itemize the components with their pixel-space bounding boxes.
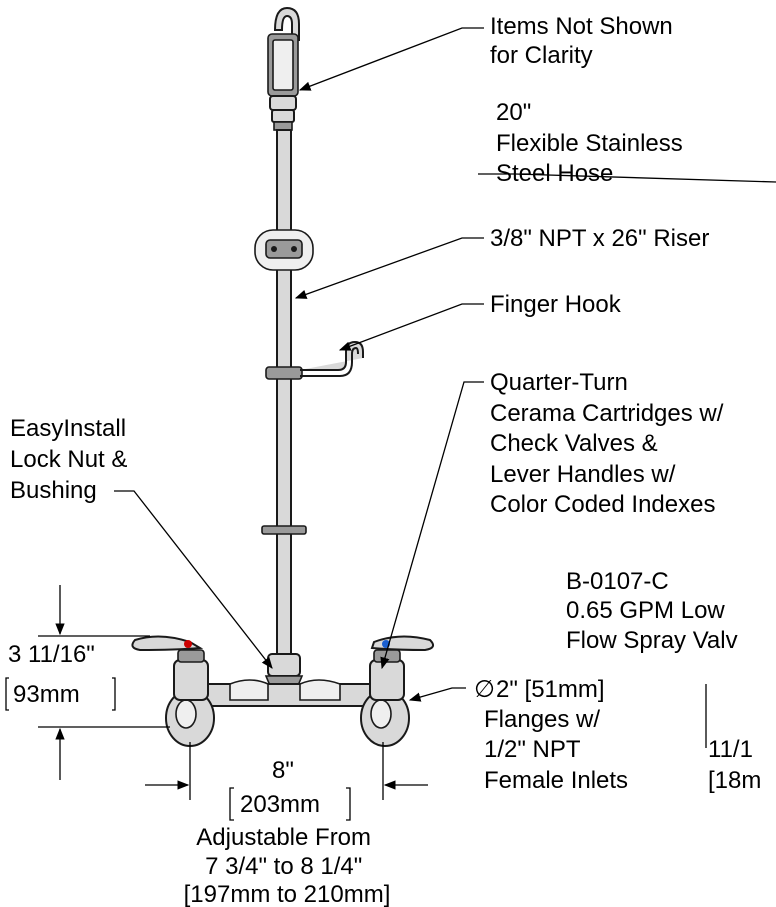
riser-clip (261, 525, 307, 535)
center-mm-brackets (229, 787, 351, 821)
easyinstall-label: EasyInstall Lock Nut & Bushing (10, 415, 134, 504)
width-dimension (145, 742, 428, 800)
height-inches: 3 11/16" (8, 641, 95, 668)
height-dimension (38, 585, 170, 780)
leader-lines (114, 27, 776, 702)
spray-valve-head (267, 6, 300, 131)
wall-bracket (254, 229, 314, 271)
faucet-body (189, 679, 381, 707)
height-mm-brackets (5, 677, 116, 711)
height-mm: 93mm (13, 681, 80, 708)
flange-diameter-symbol: ∅ (474, 676, 495, 703)
left-valve (131, 635, 215, 747)
right-valve (360, 635, 435, 747)
riser-tube (276, 129, 292, 661)
finger-hook-label: Finger Hook (490, 291, 622, 318)
faucet-illustration (131, 6, 435, 747)
center-mm: 203mm (240, 791, 320, 818)
spray-valve-label: B-0107-C 0.65 GPM Low Flow Spray Valv (566, 568, 738, 654)
center-inches: 8" (272, 757, 294, 784)
right-edge-dim-label: 11/1 [18m (708, 736, 761, 794)
items-not-shown-label: Items Not Shown for Clarity (490, 13, 679, 69)
riser-label: 3/8" NPT x 26" Riser (490, 225, 709, 252)
flanges-label: 2" [51mm] Flanges w/ 1/2" NPT Female Inl… (484, 676, 628, 794)
adjustable-range-label: Adjustable From 7 3/4" to 8 1/4" [197mm … (184, 824, 391, 907)
cartridges-label: Quarter-Turn Cerama Cartridges w/ Check … (490, 369, 730, 518)
hose-label: 20" Flexible Stainless Steel Hose (496, 99, 689, 187)
